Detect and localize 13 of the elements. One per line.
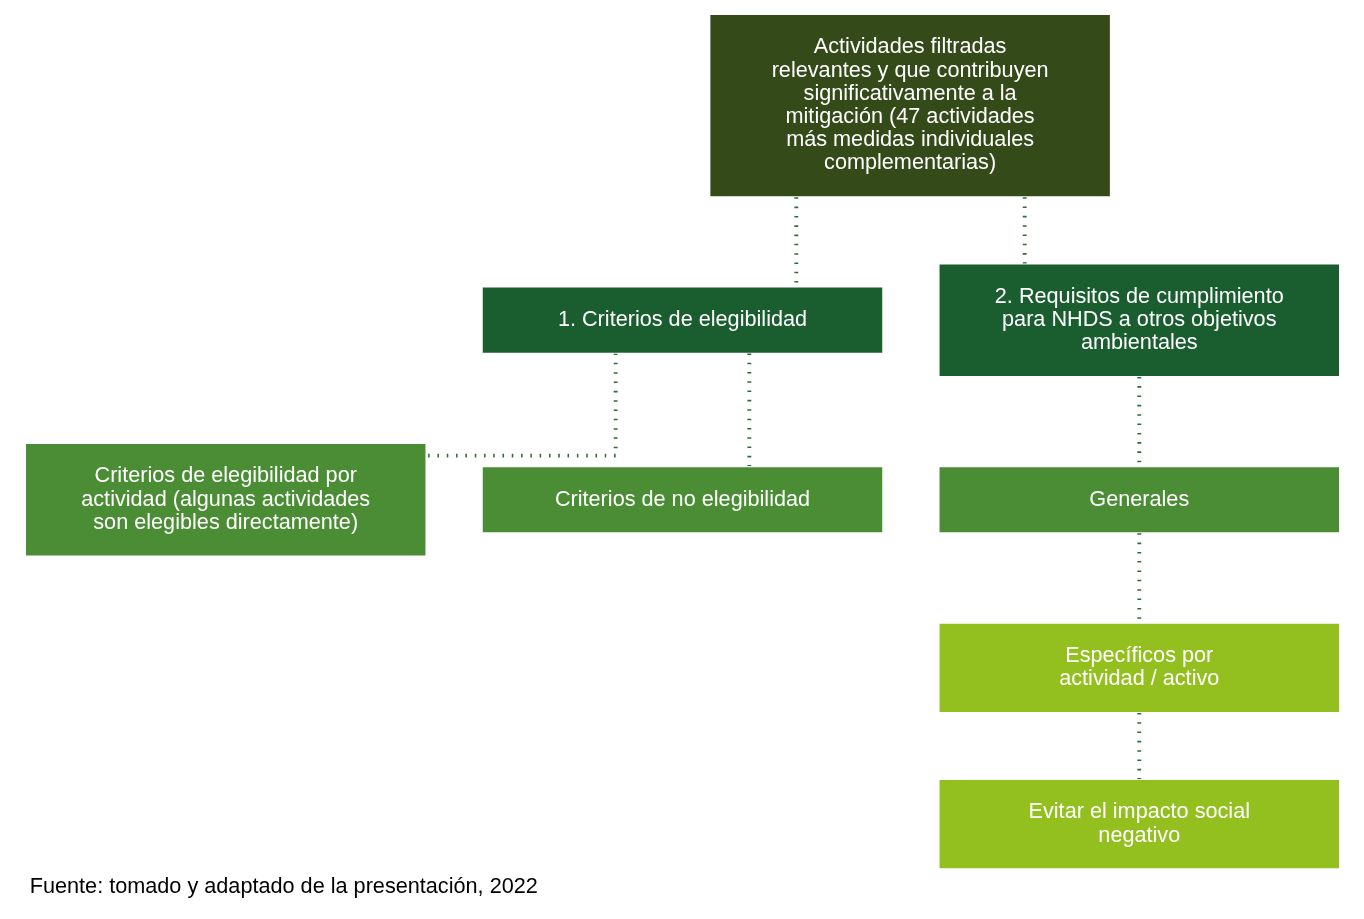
caption: Fuente: tomado y adaptado de la presentación, 2022 [29, 872, 538, 898]
node-box: 1. Criterios de elegibilidad [480, 286, 884, 355]
node-box: Generales [937, 465, 1341, 534]
node-box: Evitar el impacto social negativo [937, 778, 1341, 870]
connector [746, 353, 751, 466]
node-box: Actividades filtradas relevantes y que contribuyen significativamente a la mitigación (47 actividades más medidas individuales complementarias) [708, 13, 1111, 198]
node-box: Criterios de no elegibilidad [480, 465, 884, 534]
connector [425, 353, 618, 458]
node-box: 2. Requisitos de cumplimiento para NHDS a otros objetivos ambientales [937, 262, 1341, 378]
connector [1136, 713, 1141, 779]
node-box: Criterios de elegibilidad por actividad (algunas actividades son elegibles directamente) [23, 442, 427, 558]
connector [1022, 197, 1027, 264]
node-box: Específicos por actividad / activo [937, 622, 1341, 714]
